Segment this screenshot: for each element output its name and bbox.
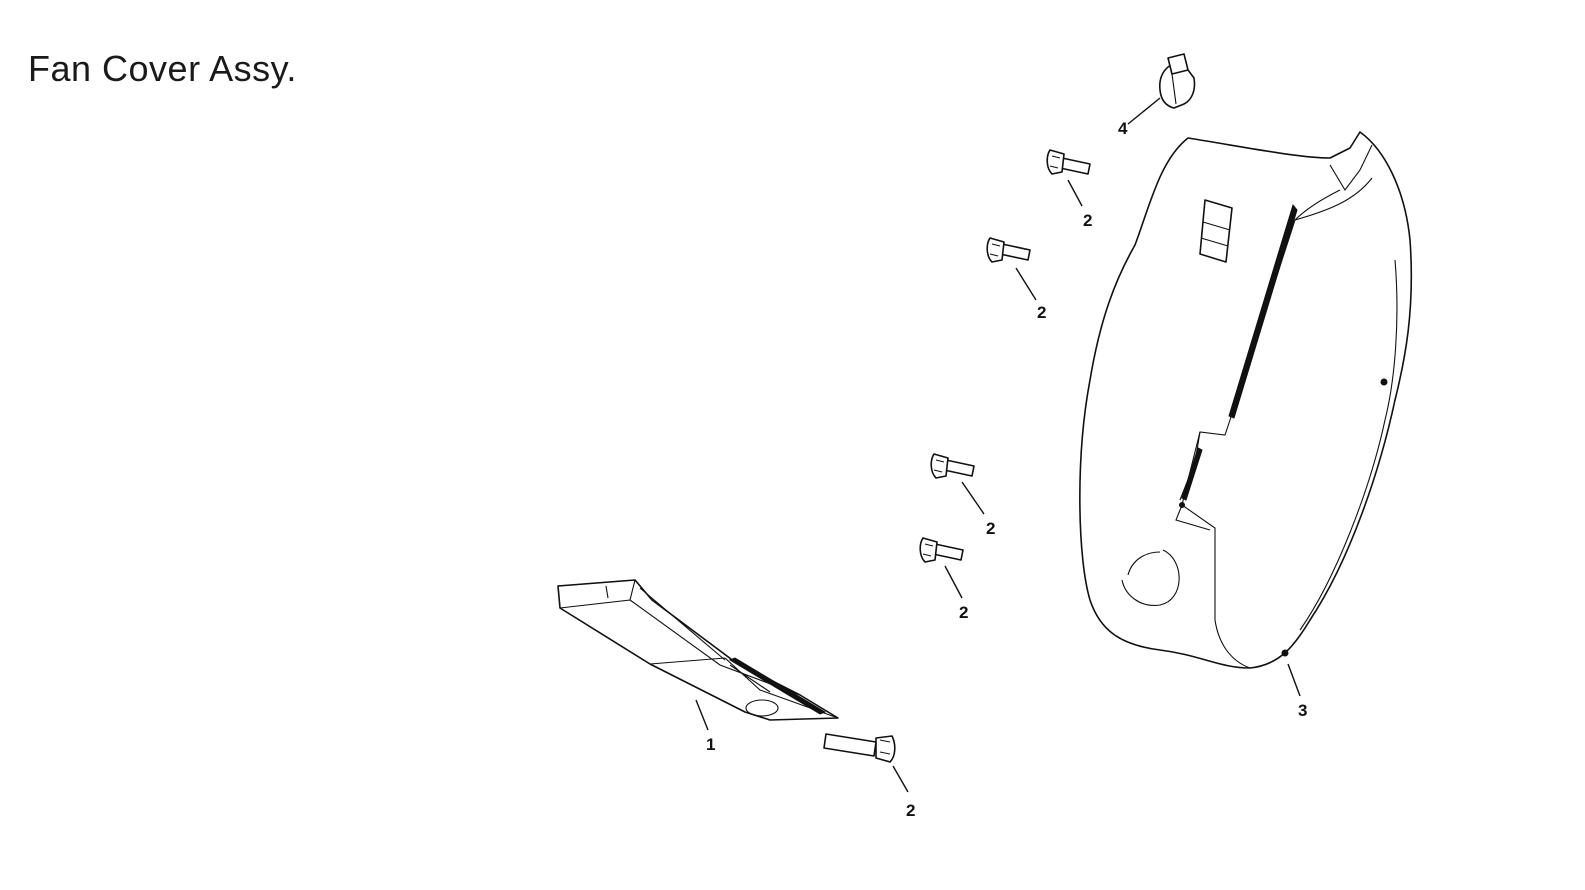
callout-2: 2: [1083, 211, 1092, 230]
callout-1: 1: [706, 735, 715, 754]
bolt-d[interactable]: [919, 537, 964, 563]
callout-2: 2: [959, 603, 968, 622]
callout-4: 4: [1118, 119, 1128, 138]
callout-2: 2: [906, 801, 915, 820]
bolt-a[interactable]: [1046, 149, 1091, 175]
cover-clip[interactable]: [1159, 53, 1196, 109]
page-title: Fan Cover Assy.: [28, 48, 297, 89]
bolt-c[interactable]: [930, 453, 975, 479]
callout-2: 2: [986, 519, 995, 538]
callout-labels: 4 2 2 2 2 2 1 3: [706, 119, 1307, 820]
callout-3: 3: [1298, 701, 1307, 720]
callout-2: 2: [1037, 303, 1046, 322]
bolt-b[interactable]: [986, 237, 1031, 263]
fan-cover-shell[interactable]: [1079, 131, 1413, 669]
leader-lines: [695, 97, 1301, 793]
lower-guard[interactable]: [557, 579, 839, 721]
bolt-e[interactable]: [823, 733, 896, 763]
